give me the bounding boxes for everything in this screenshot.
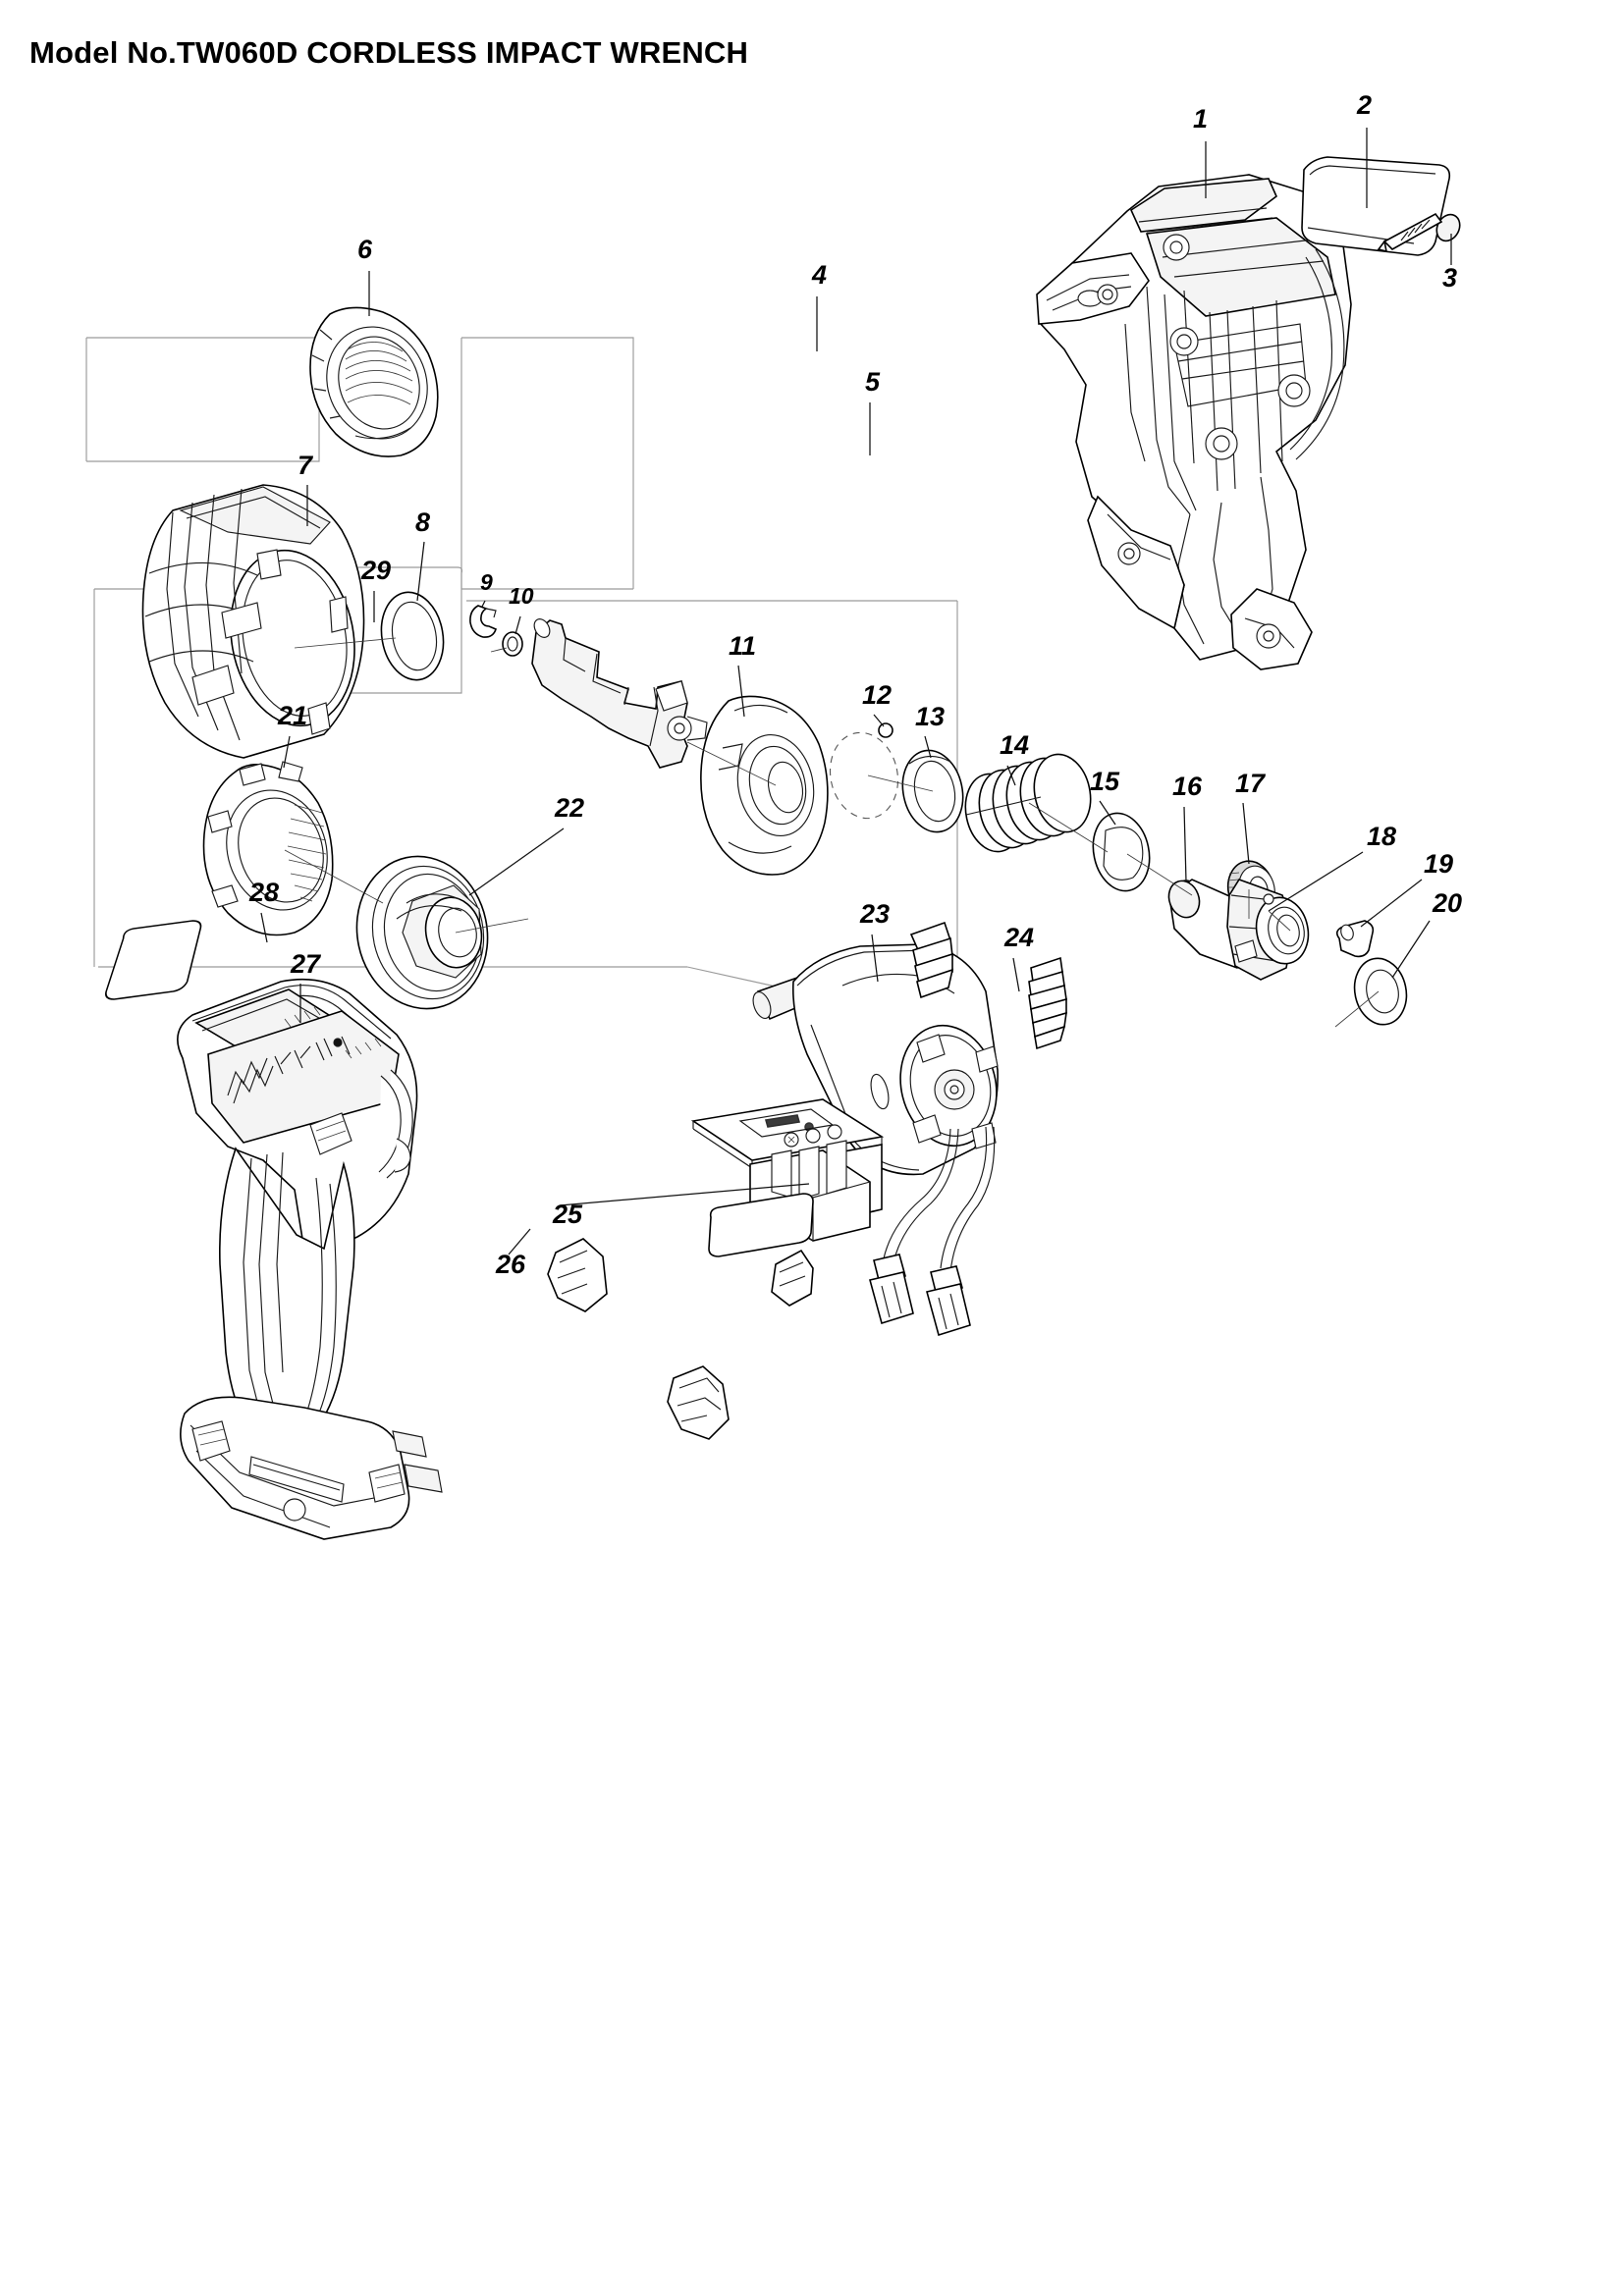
- part-washer-15: [1092, 812, 1151, 892]
- callout-27: 27: [291, 949, 321, 979]
- callout-9: 9: [480, 569, 493, 595]
- leader-15: [1099, 800, 1116, 826]
- part-ring-nut: [309, 306, 439, 457]
- callout-21: 21: [278, 701, 308, 730]
- part-retaining-ring: [469, 605, 497, 638]
- part-internal-gear: [202, 761, 334, 936]
- callout-3: 3: [1442, 263, 1458, 293]
- part-steel-ball-12: [829, 722, 899, 820]
- callout-10: 10: [509, 583, 534, 609]
- callout-8: 8: [415, 507, 431, 537]
- callout-13: 13: [915, 702, 946, 731]
- part-compression-spring: [964, 753, 1092, 853]
- callout-20: 20: [1433, 888, 1463, 918]
- callout-7: 7: [298, 451, 313, 480]
- leader-28: [260, 912, 268, 943]
- leader-24: [1012, 957, 1020, 992]
- callout-14: 14: [1000, 730, 1030, 760]
- callout-2: 2: [1357, 90, 1373, 120]
- leader-10: [514, 615, 521, 635]
- callout-17: 17: [1235, 769, 1266, 798]
- callout-23: 23: [860, 899, 891, 929]
- leader-11: [737, 665, 745, 718]
- leader-25: [559, 1183, 810, 1206]
- part-hammer-case: [141, 484, 365, 759]
- part-brush-spring: [909, 921, 1067, 1050]
- group-box-switch: [461, 337, 634, 589]
- part-name-plate: [105, 920, 202, 1000]
- callout-22: 22: [555, 793, 585, 823]
- callout-18: 18: [1367, 822, 1397, 851]
- part-housing-set: [1036, 174, 1352, 670]
- leader-19: [1360, 879, 1423, 928]
- callout-5: 5: [865, 367, 881, 397]
- callout-25: 25: [553, 1200, 583, 1229]
- part-housing-half: [177, 978, 443, 1540]
- leader-20: [1391, 920, 1431, 979]
- callout-24: 24: [1004, 923, 1035, 952]
- callout-4: 4: [812, 260, 828, 290]
- part-o-ring-small: [502, 631, 523, 657]
- callout-29: 29: [361, 556, 392, 585]
- leader-22: [468, 828, 565, 896]
- part-gear-complete: [355, 855, 489, 1010]
- leader-12: [873, 714, 885, 727]
- leader-23: [871, 934, 879, 983]
- callout-19: 19: [1424, 849, 1454, 879]
- leader-9: [481, 600, 486, 608]
- part-pin: [1335, 920, 1375, 958]
- leader-14: [1006, 765, 1016, 786]
- leader-13: [924, 735, 932, 759]
- page-title: Model No.TW060D CORDLESS IMPACT WRENCH: [29, 35, 749, 70]
- part-o-ring: [380, 591, 445, 681]
- part-spindle: [1167, 879, 1310, 981]
- leader-26: [508, 1228, 531, 1255]
- leader-16: [1183, 806, 1187, 882]
- leader-18: [1268, 851, 1364, 912]
- part-anvil: [531, 618, 708, 769]
- callout-28: 28: [249, 878, 280, 907]
- leader-17: [1242, 802, 1250, 865]
- leader-8: [416, 541, 425, 602]
- callout-16: 16: [1172, 772, 1203, 801]
- callout-26: 26: [496, 1250, 526, 1279]
- callout-11: 11: [729, 631, 757, 661]
- callout-12: 12: [862, 680, 893, 710]
- callout-6: 6: [357, 235, 373, 264]
- part-hammer: [700, 695, 829, 876]
- callout-1: 1: [1193, 104, 1209, 133]
- leader-21: [283, 735, 291, 769]
- part-insulation-plate: [708, 1193, 814, 1257]
- callout-15: 15: [1090, 767, 1120, 796]
- part-tapping-screw: [1377, 212, 1461, 253]
